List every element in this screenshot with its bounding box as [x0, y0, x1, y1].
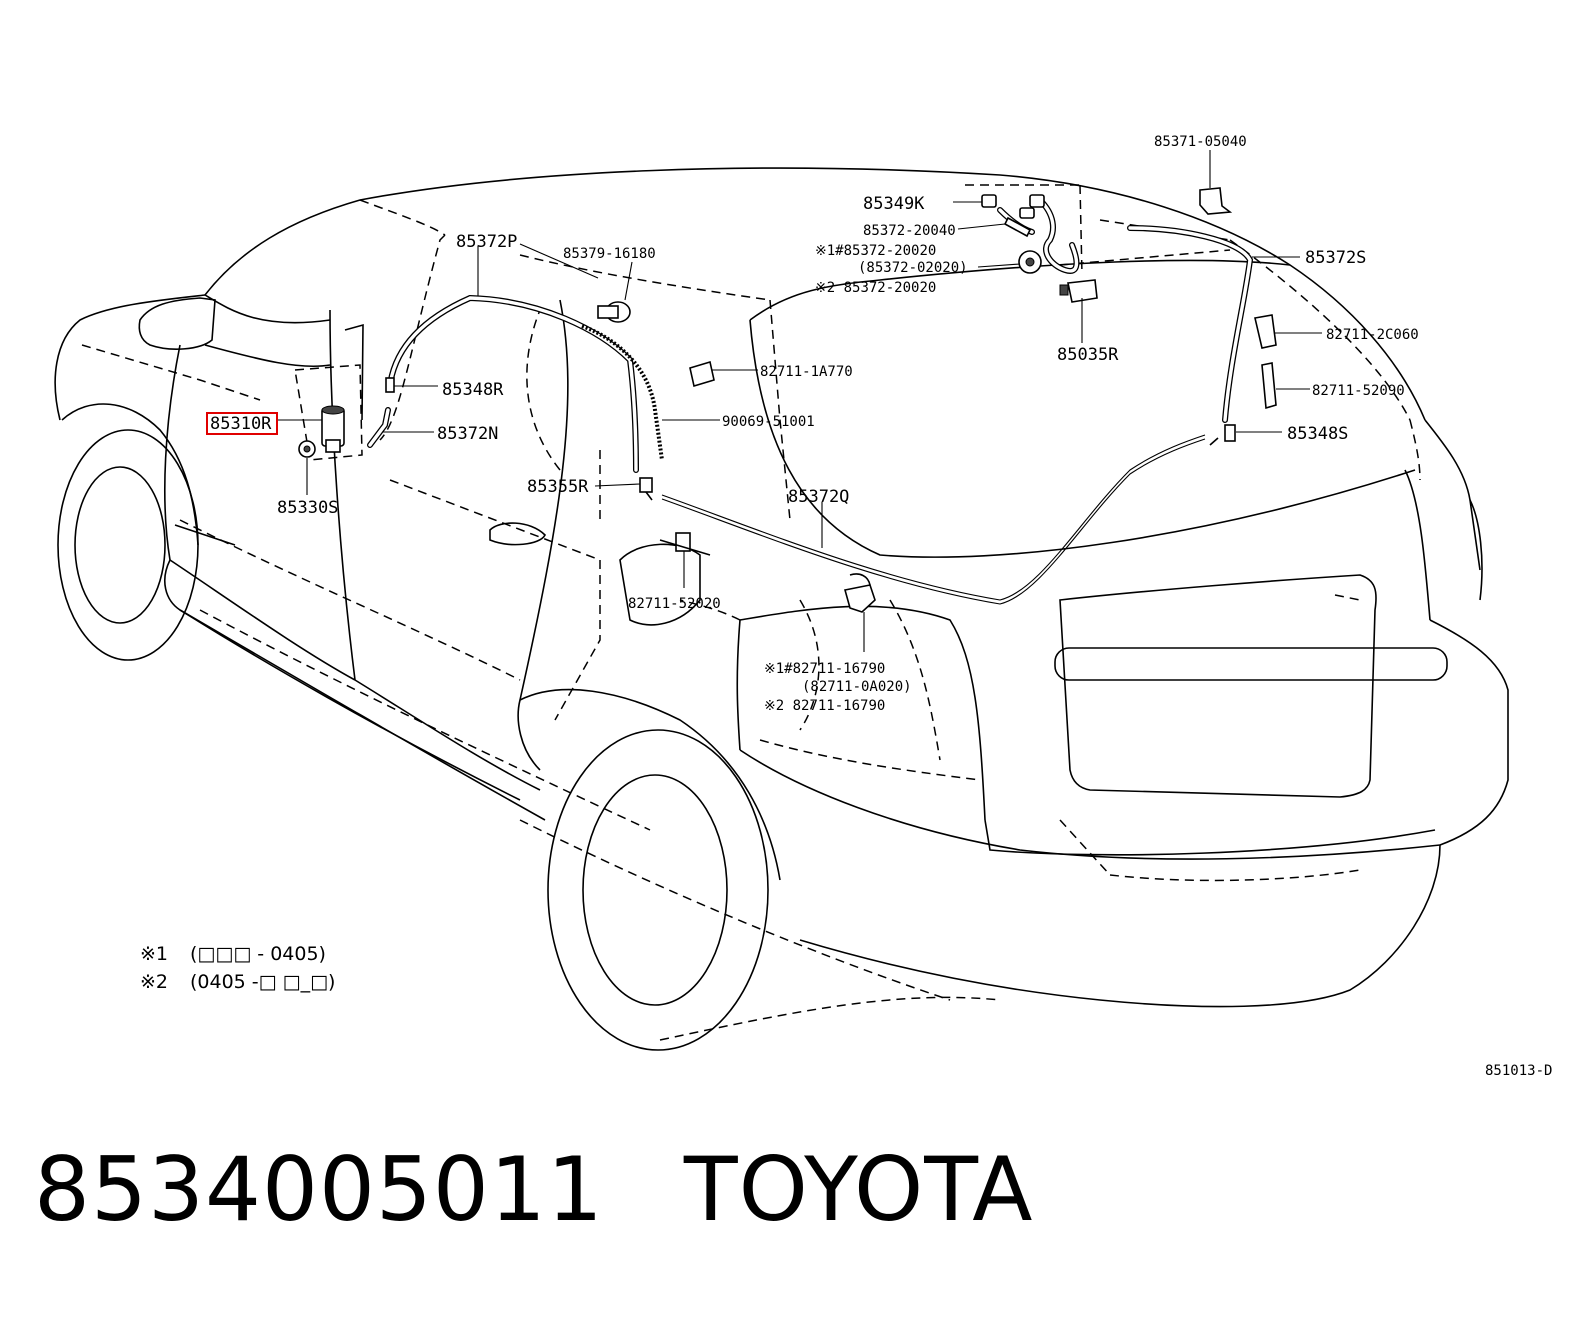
- label-85372-20040: 85372-20040: [863, 223, 956, 239]
- note-1-mark: ※1: [140, 943, 168, 965]
- highlight-85310R: [206, 412, 278, 435]
- label-85372N: 85372N: [437, 424, 498, 444]
- label-85372-20020-note1: ※1#85372-20020: [815, 243, 936, 259]
- label-85372S: 85372S: [1305, 248, 1366, 268]
- note-2-text: (0405 -□ □_□): [190, 971, 335, 993]
- label-85310R: 85310R: [210, 414, 272, 434]
- car-body: [54, 167, 1509, 1051]
- label-85379-16180: 85379-16180: [563, 246, 656, 262]
- label-85035R: 85035R: [1057, 345, 1119, 365]
- label-85349K: 85349K: [863, 194, 925, 214]
- diagram-code: 851013-D: [1485, 1063, 1552, 1079]
- label-85371-05040: 85371-05040: [1154, 134, 1247, 150]
- label-82711-52020: 82711-52020: [628, 596, 721, 612]
- components: [298, 187, 1277, 613]
- label-85372P: 85372P: [456, 232, 517, 252]
- label-85372-02020: (85372-02020): [858, 260, 968, 276]
- label-85372-20020-note2: ※2 85372-20020: [815, 280, 936, 296]
- label-85355R: 85355R: [527, 477, 589, 497]
- label-85348S: 85348S: [1287, 424, 1348, 444]
- label-82711-2C060: 82711-2C060: [1326, 327, 1419, 343]
- legend-notes: ※1 (□□□ - 0405) ※2 (0405 -□ □_□): [140, 943, 335, 993]
- footer-brand: TOYOTA: [683, 1138, 1034, 1241]
- part-labels: 85371-05040 85349K 85372-20040 ※1#85372-…: [206, 134, 1419, 714]
- label-85348R: 85348R: [442, 380, 504, 400]
- reference-lines: [81, 199, 1421, 1041]
- label-85330S: 85330S: [277, 498, 338, 518]
- note-1-text: (□□□ - 0405): [190, 943, 326, 965]
- label-82711-52090: 82711-52090: [1312, 383, 1405, 399]
- label-85372Q: 85372Q: [788, 487, 849, 507]
- label-82711-1A770: 82711-1A770: [760, 364, 853, 380]
- washer-hoses: [367, 197, 1254, 605]
- leader-lines: [278, 150, 1322, 652]
- label-82711-16790-note2: ※2 82711-16790: [764, 698, 885, 714]
- note-2-mark: ※2: [140, 971, 168, 993]
- footer-part-number: 8534005011: [34, 1138, 604, 1241]
- label-90069-51001: 90069-51001: [722, 414, 815, 430]
- footer-title: 8534005011 TOYOTA: [34, 1138, 1033, 1241]
- label-82711-16790-note1: ※1#82711-16790: [764, 661, 885, 677]
- label-82711-0A020: (82711-0A020): [802, 679, 912, 695]
